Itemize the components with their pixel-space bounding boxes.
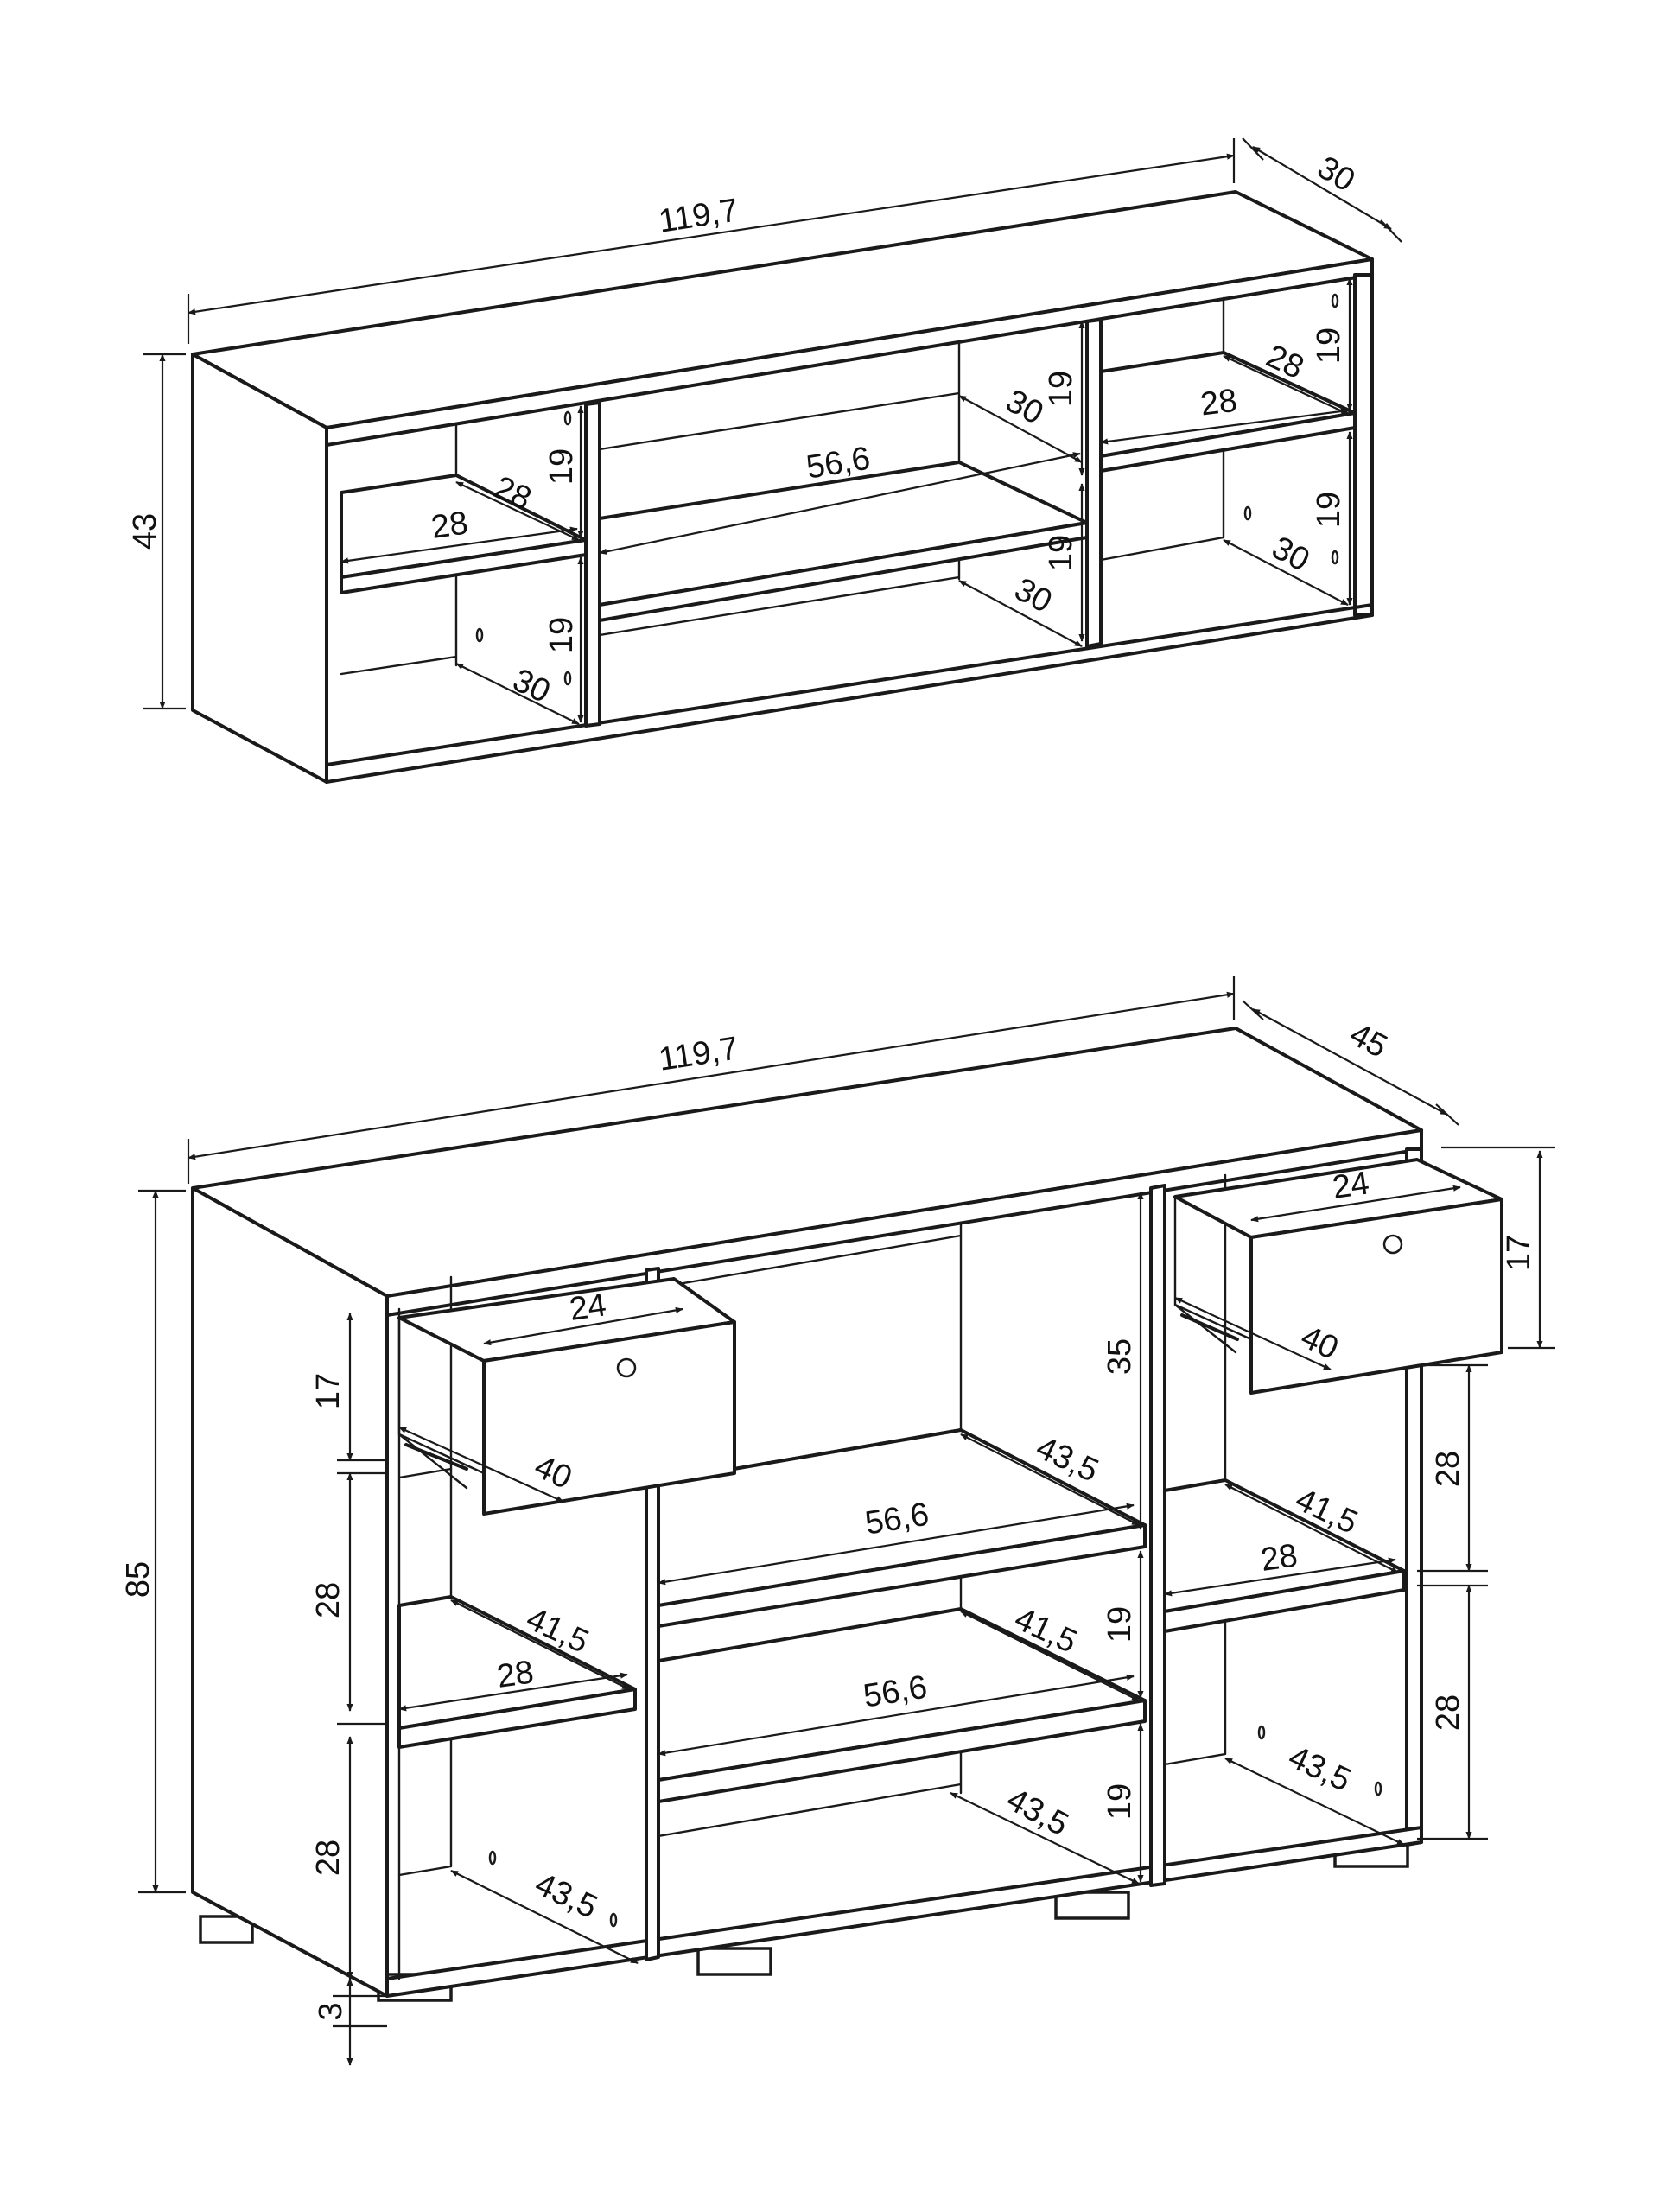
sideboard-leg-height-label: 3 <box>313 2002 349 2020</box>
right-shelf-width-label: 28 <box>1258 1537 1300 1578</box>
sideboard-width-extension <box>187 976 1236 1184</box>
sideboard-drawing: 119,7 45 85 3 24 40 17 28 28 41,5 28 43,… <box>120 976 1555 2066</box>
sideboard-pin-hole <box>488 1850 497 1866</box>
right-lower-depth-label: 30 <box>1266 530 1315 579</box>
left-drawer-width-label: 24 <box>567 1287 608 1327</box>
sideboard-pin-hole <box>609 1912 618 1928</box>
shelf-unit-left-side <box>191 353 328 784</box>
right-lower-depth-arrow <box>1223 539 1349 606</box>
sideboard-depth-dimension-line <box>1252 1008 1448 1116</box>
shelf-unit-pin-hole <box>563 671 572 686</box>
left-shelf-width-arrow <box>340 526 578 564</box>
shelf-unit-depth-label: 30 <box>1311 149 1361 200</box>
shelf-unit-bottom-panel <box>325 603 1374 784</box>
right-upper-depth-arrow <box>1223 355 1351 416</box>
left-shelf-width-arrow <box>398 1672 628 1712</box>
shelf-unit-pin-hole <box>1331 550 1339 565</box>
sideboard-height-extension <box>138 1189 186 1894</box>
sideboard-depth-label: 45 <box>1344 1016 1393 1065</box>
left-drawer-depth-arrow <box>398 1426 564 1503</box>
right-bottom-depth-arrow <box>1224 1758 1405 1846</box>
sideboard-pin-hole <box>1374 1781 1382 1796</box>
center-lower-depth-arrow <box>958 580 1083 647</box>
shelf-unit-width-dimension-line <box>188 153 1235 315</box>
center-bottom-height-label: 19 <box>1102 1783 1138 1820</box>
center-shelf-width-arrow <box>599 452 1081 555</box>
center-top-height-label: 35 <box>1102 1338 1138 1375</box>
left-middle-height-label: 28 <box>310 1582 346 1618</box>
right-bottom-depth-label: 43,5 <box>1283 1738 1357 1798</box>
center-shelf-lower-width-arrow <box>658 1674 1135 1757</box>
center-upper-depth-label: 30 <box>1000 383 1049 432</box>
right-lower-height-label: 19 <box>1311 492 1347 528</box>
right-upper-height-label: 19 <box>1311 327 1347 364</box>
left-lower-height-label: 19 <box>543 617 580 653</box>
sideboard-center-back-edge <box>657 1234 963 1289</box>
shelf-unit-depth-extension <box>1242 137 1402 243</box>
left-drawer-width-arrow <box>483 1306 683 1346</box>
right-shelf-width-label: 28 <box>1198 383 1239 423</box>
sideboard-left-back <box>397 1275 453 1877</box>
left-lower-depth-label: 30 <box>507 662 556 710</box>
right-drawer-width-label: 24 <box>1330 1165 1371 1205</box>
right-shelf-width-arrow <box>1164 1557 1396 1597</box>
left-bottom-depth-label: 43,5 <box>530 1866 603 1925</box>
sideboard-width-dimension-line <box>188 991 1235 1160</box>
sideboard-pin-hole <box>1257 1725 1266 1740</box>
left-bottom-height-label: 28 <box>310 1840 346 1876</box>
left-lower-depth-arrow <box>455 663 580 725</box>
center-upper-height-label: 19 <box>1043 371 1079 407</box>
lock-icon <box>1382 1234 1403 1255</box>
center-lower-height-label: 19 <box>1043 535 1079 571</box>
center-bottom-depth-arrow <box>950 1792 1140 1885</box>
sideboard-height-label: 85 <box>120 1561 156 1598</box>
drawer-runner <box>1180 1313 1239 1341</box>
left-shelf-width-label: 28 <box>494 1654 536 1694</box>
right-drawer-height-label: 17 <box>1501 1235 1537 1271</box>
lock-icon <box>616 1357 637 1378</box>
shelf-unit-right-side <box>1353 273 1374 617</box>
right-middle-height-label: 28 <box>1430 1451 1466 1487</box>
drawer-runner <box>404 1443 468 1471</box>
shelf-unit-pin-hole <box>475 627 484 643</box>
sideboard-depth-extension <box>1242 1000 1459 1126</box>
center-lower-depth-label: 30 <box>1008 571 1058 620</box>
right-shelf-width-arrow <box>1100 408 1349 445</box>
left-shelf-width-label: 28 <box>429 505 470 545</box>
center-upper-depth-arrow <box>958 395 1083 463</box>
right-drawer-width-arrow <box>1250 1185 1461 1223</box>
shelf-unit-drawing: 119,7 30 43 28 28 19 19 30 56,6 30 30 19… <box>127 137 1402 784</box>
shelf-unit-pin-hole <box>1243 505 1252 521</box>
right-middle-height-extension <box>1417 1363 1488 1587</box>
shelf-unit-divider-left <box>584 401 601 728</box>
right-drawer-depth-arrow <box>1174 1297 1332 1370</box>
center-shelf-upper-width-arrow <box>658 1503 1135 1586</box>
sideboard-center-back-bottom <box>657 1783 963 1838</box>
center-middle-height-label: 19 <box>1102 1606 1138 1643</box>
shelf-unit-width-label: 119,7 <box>656 193 740 240</box>
left-drawer-height-label: 17 <box>310 1373 346 1409</box>
left-bottom-depth-arrow <box>450 1870 639 1964</box>
shelf-unit-height-extension <box>143 353 186 710</box>
sideboard-divider-right <box>1149 1184 1166 1887</box>
shelf-unit-width-extension <box>187 138 1236 344</box>
shelf-unit-height-label: 43 <box>127 513 163 550</box>
left-drawer-height-extension <box>337 1459 385 1475</box>
sideboard-right-back <box>1163 1173 1227 1766</box>
shelf-unit-pin-hole <box>1331 293 1339 308</box>
sideboard-width-label: 119,7 <box>656 1031 740 1078</box>
left-upper-height-label: 19 <box>543 448 580 485</box>
sideboard-foot <box>1054 1891 1130 1920</box>
shelf-unit-pin-hole <box>563 410 572 426</box>
sideboard-leg-extension <box>333 1994 387 2028</box>
sideboard-bottom-panel <box>385 1826 1423 1998</box>
shelf-unit-divider-right <box>1085 318 1103 648</box>
shelf-unit-depth-dimension-line <box>1252 146 1392 230</box>
sideboard-foot <box>696 1947 772 1976</box>
right-bottom-height-label: 28 <box>1430 1694 1466 1731</box>
sideboard-left-side <box>191 1186 389 1998</box>
right-drawer-height-extension <box>1441 1146 1555 1350</box>
